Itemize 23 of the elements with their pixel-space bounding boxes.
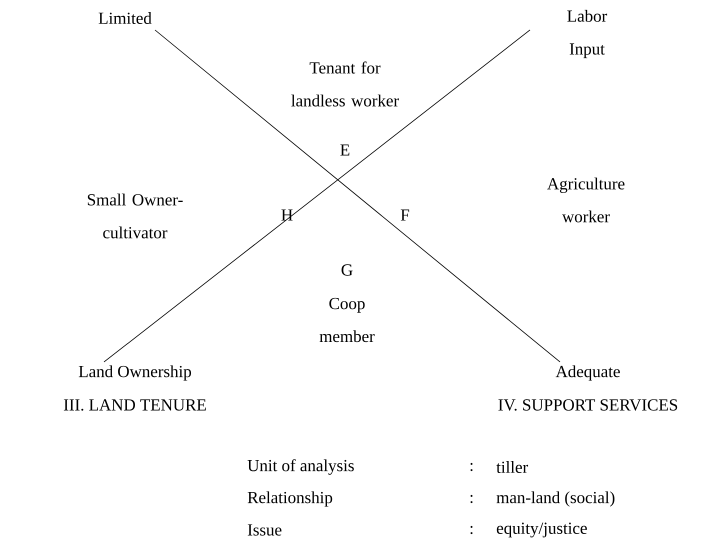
label-text: Land Ownership (78, 365, 192, 381)
label-text: : (470, 494, 473, 504)
label-text: H (281, 209, 293, 221)
label-text: Tenant for landless worker (291, 62, 399, 106)
label-text: equity/justice (496, 522, 587, 538)
label-text: Unit of analysis (248, 459, 354, 475)
label-text: tiller (496, 461, 528, 473)
label-text: Coop member (320, 298, 375, 342)
label-text: G (342, 264, 353, 276)
label-text: E (340, 144, 350, 156)
label-text: Labor Input (567, 10, 608, 58)
label-text: man-land (social) (496, 491, 614, 507)
label-text: : (470, 526, 473, 534)
label-text: Small Owner-cultivator (88, 194, 183, 238)
label-text: Limited (98, 12, 152, 24)
label-text: III. LAND TENURE (64, 399, 206, 411)
label-text: : (470, 462, 473, 472)
label-text: Issue (248, 524, 282, 536)
label-text: Relationship (248, 491, 332, 507)
label-text: Adequate (556, 365, 620, 381)
label-text: F (400, 209, 410, 221)
label-text: Agriculture worker (547, 178, 624, 222)
label-text: IV. SUPPORT SERVICES (498, 399, 678, 411)
